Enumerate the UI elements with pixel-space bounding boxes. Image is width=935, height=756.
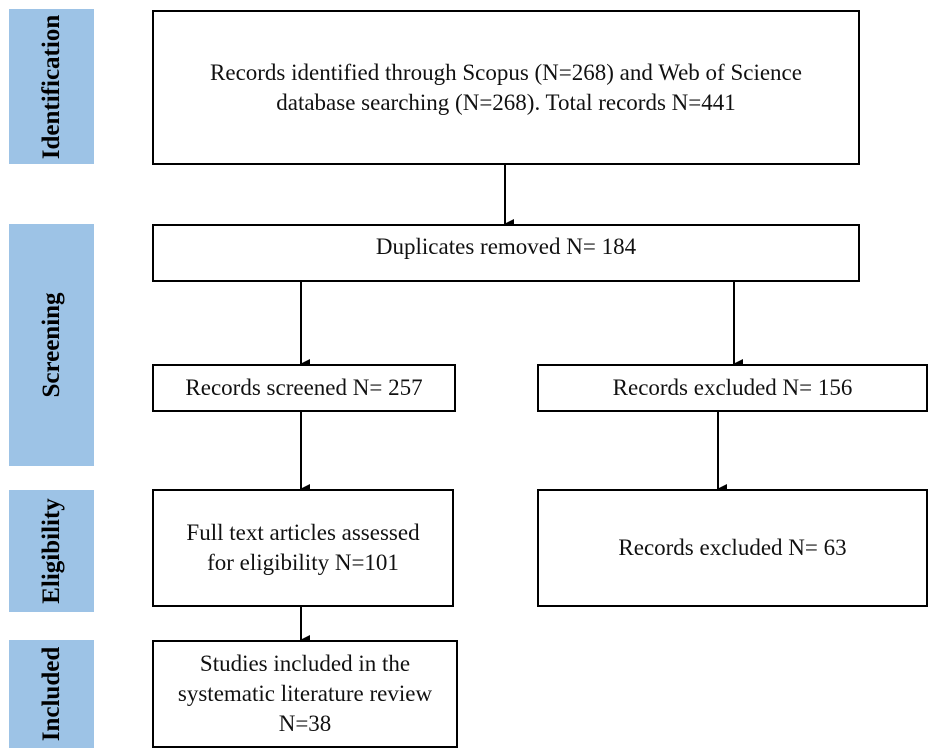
box-full-text-assessed: Full text articles assessed for eligibil… bbox=[152, 489, 454, 607]
phase-identification: Identification bbox=[9, 9, 94, 164]
records-excluded-eligibility-text: Records excluded N= 63 bbox=[618, 535, 847, 561]
box-records-excluded-screening: Records excluded N= 156 bbox=[537, 364, 928, 412]
full-text-assessed-text: Full text articles assessed for eligibil… bbox=[186, 520, 420, 575]
box-records-excluded-eligibility: Records excluded N= 63 bbox=[537, 489, 928, 607]
box-records-identified: Records identified through Scopus (N=268… bbox=[152, 10, 860, 165]
box-studies-included: Studies included in the systematic liter… bbox=[152, 640, 458, 748]
box-records-screened: Records screened N= 257 bbox=[152, 364, 456, 412]
studies-included-text: Studies included in the systematic liter… bbox=[177, 651, 433, 736]
phase-eligibility: Eligibility bbox=[9, 490, 94, 612]
records-identified-text: Records identified through Scopus (N=268… bbox=[210, 59, 802, 115]
phase-screening: Screening bbox=[9, 224, 94, 466]
duplicates-removed-text: Duplicates removed N= 184 bbox=[375, 234, 637, 259]
phase-included: Included bbox=[9, 640, 94, 748]
records-screened-text: Records screened N= 257 bbox=[185, 375, 423, 401]
box-duplicates-removed: Duplicates removed N= 184 bbox=[152, 224, 860, 282]
records-excluded-screening-text: Records excluded N= 156 bbox=[612, 375, 853, 401]
